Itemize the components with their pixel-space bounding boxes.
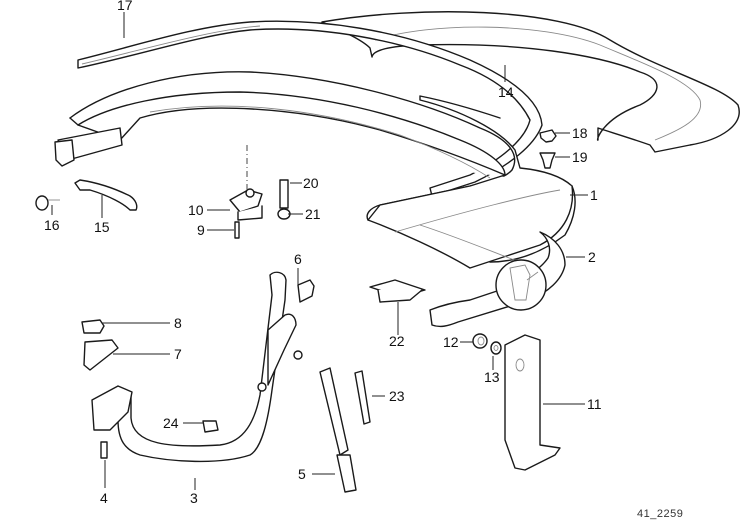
- callout-11: 11: [587, 396, 602, 412]
- callout-4: 4: [100, 490, 108, 506]
- callout-19: 19: [572, 149, 588, 165]
- part-2-lower-channel[interactable]: [429, 231, 566, 328]
- callout-21: 21: [305, 206, 321, 222]
- part-15-handle[interactable]: [74, 179, 138, 211]
- callout-24: 24: [163, 415, 179, 431]
- part-24-bump-stop[interactable]: [202, 420, 219, 433]
- part-8-pad[interactable]: [81, 319, 105, 334]
- part-22-cover-block[interactable]: [369, 279, 426, 303]
- callout-16: 16: [44, 217, 60, 233]
- callout-8: 8: [174, 315, 182, 331]
- leader-lines: [51, 12, 588, 490]
- callout-14: 14: [498, 84, 514, 100]
- callout-2: 2: [588, 249, 596, 265]
- callout-3: 3: [190, 490, 198, 506]
- part-13-washer[interactable]: [490, 341, 502, 355]
- callout-23: 23: [389, 388, 405, 404]
- part-1-hood-shell[interactable]: [54, 71, 576, 269]
- part-11-tall-bracket[interactable]: [504, 334, 561, 471]
- callout-9: 9: [197, 222, 205, 238]
- callout-5: 5: [298, 466, 306, 482]
- hinge-base-bracket: [91, 385, 133, 431]
- callout-10: 10: [188, 202, 204, 218]
- callout-13: 13: [484, 369, 500, 385]
- part-5-gas-strut[interactable]: [319, 367, 357, 493]
- part-23-pin[interactable]: [354, 370, 371, 425]
- part-20-bolt[interactable]: [279, 179, 289, 209]
- callout-20: 20: [303, 175, 319, 191]
- part-18-clip[interactable]: [539, 129, 557, 143]
- part-4-screw[interactable]: [100, 441, 108, 459]
- callout-12: 12: [443, 334, 459, 350]
- callout-22: 22: [389, 333, 405, 349]
- callout-1: 1: [590, 187, 598, 203]
- part-16-knob[interactable]: [35, 195, 60, 211]
- part-6-clip[interactable]: [297, 279, 315, 303]
- callout-17: 17: [117, 0, 133, 13]
- callout-6: 6: [294, 251, 302, 267]
- diagram-reference-code: 41_2259: [637, 508, 683, 520]
- callout-18: 18: [572, 125, 588, 141]
- callout-7: 7: [174, 346, 182, 362]
- part-12-grommet[interactable]: [472, 333, 488, 349]
- part-10-bracket[interactable]: [229, 188, 263, 221]
- part-19-plug[interactable]: [539, 152, 556, 169]
- part-9-screw[interactable]: [234, 221, 240, 239]
- part-7-pad[interactable]: [83, 339, 119, 371]
- callout-labels: 17 14 18 19 1 2 20 21 10 9 16 15 6 8 7 2…: [44, 0, 683, 520]
- callout-15: 15: [94, 219, 110, 235]
- part-3-hinge-link[interactable]: [117, 271, 303, 463]
